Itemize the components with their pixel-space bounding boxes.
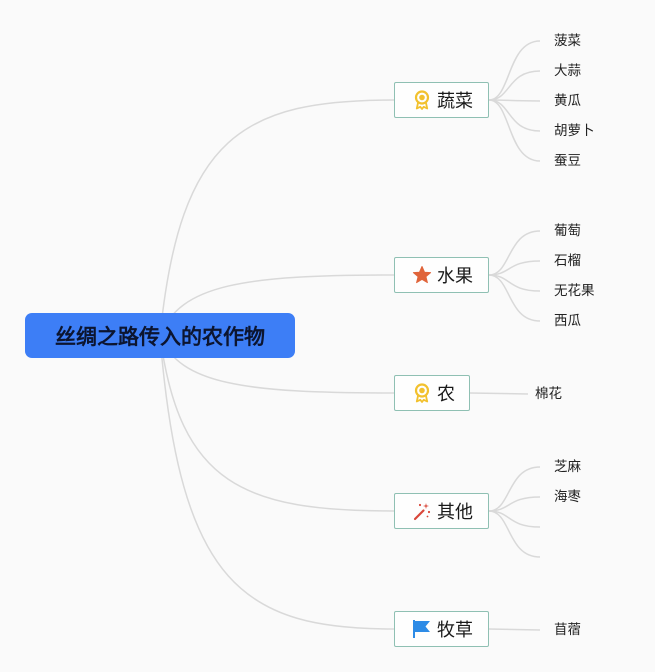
magic-wand-icon	[412, 501, 432, 521]
branch-agriculture[interactable]: 农	[394, 375, 470, 411]
leaf-connector	[488, 70, 541, 101]
star-icon	[412, 265, 432, 285]
leaf-topic[interactable]: 蚕豆	[554, 153, 581, 169]
leaf-connector	[488, 466, 541, 512]
branch-label: 牧草	[437, 620, 473, 641]
branch-label: 其他	[437, 502, 473, 523]
branch-label: 水果	[437, 266, 473, 287]
leaf-topic[interactable]: 棉花	[535, 386, 562, 402]
leaf-connector	[488, 510, 541, 558]
leaf-connector	[488, 230, 541, 276]
leaf-topic[interactable]: 胡萝卜	[554, 123, 595, 139]
leaf-topic[interactable]: 大蒜	[554, 63, 581, 79]
branch-forage[interactable]: 牧草	[394, 611, 489, 647]
branch-connector	[159, 99, 395, 337]
leaf-topic[interactable]: 海枣	[554, 489, 581, 505]
leaf-topic[interactable]: 石榴	[554, 253, 581, 269]
branch-connector	[159, 335, 395, 512]
leaf-connector	[469, 392, 529, 395]
leaf-topic[interactable]: 芝麻	[554, 459, 581, 475]
branch-connector	[159, 335, 395, 630]
leaf-connector	[488, 496, 541, 512]
branch-vegetables[interactable]: 蔬菜	[394, 82, 489, 118]
branch-label: 蔬菜	[437, 91, 473, 112]
leaf-topic[interactable]: 葡萄	[554, 223, 581, 239]
leaf-connector	[488, 99, 541, 162]
award-ribbon-icon	[412, 90, 432, 110]
branch-others[interactable]: 其他	[394, 493, 489, 529]
leaf-connector	[488, 628, 541, 631]
leaf-topic[interactable]: 菠菜	[554, 33, 581, 49]
branch-fruits[interactable]: 水果	[394, 257, 489, 293]
award-ribbon-icon	[412, 383, 432, 403]
leaf-connector	[488, 260, 541, 276]
leaf-connector	[488, 40, 541, 101]
leaf-topic[interactable]: 苜蓿	[554, 622, 581, 638]
leaf-topic[interactable]: 黄瓜	[554, 93, 581, 109]
leaf-topic[interactable]: 无花果	[554, 283, 595, 299]
root-topic[interactable]: 丝绸之路传入的农作物	[25, 313, 295, 358]
leaf-connector	[488, 274, 541, 322]
leaf-topic[interactable]: 西瓜	[554, 313, 581, 329]
leaf-connector	[488, 99, 541, 132]
flag-icon	[412, 619, 432, 639]
branch-label: 农	[437, 384, 455, 405]
root-topic-label: 丝绸之路传入的农作物	[55, 324, 265, 349]
